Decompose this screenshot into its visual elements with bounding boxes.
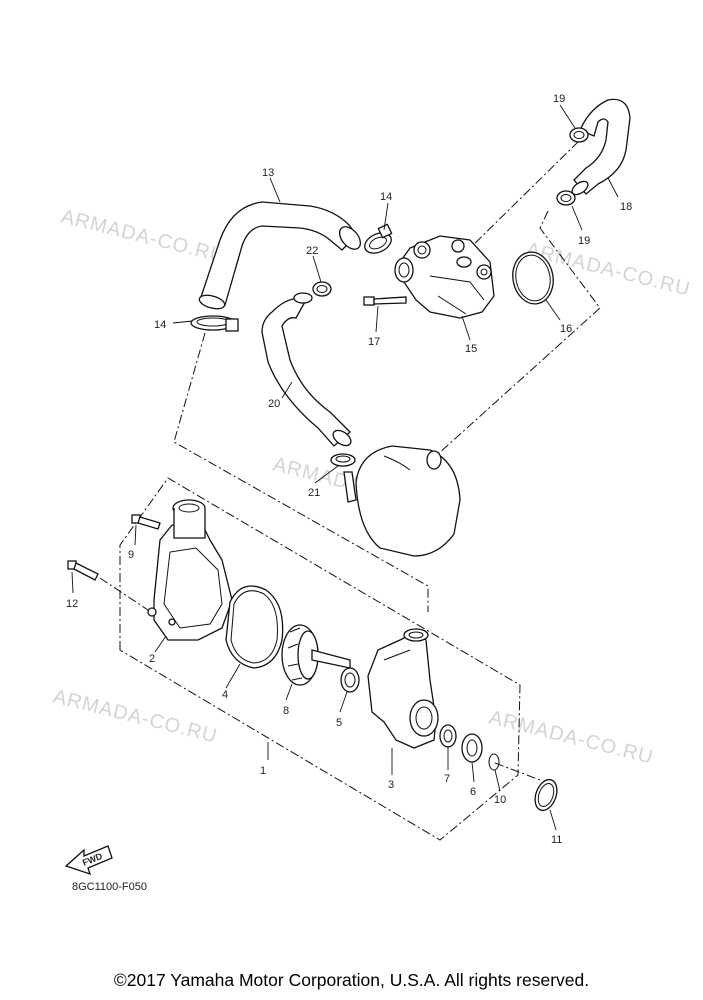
leader-lines — [71, 104, 619, 831]
oil-seal-6 — [461, 733, 483, 763]
watermark: ARMADA-CO.RU — [59, 206, 228, 268]
callout-8: 8 — [283, 705, 289, 717]
callouts: 1 2 3 4 5 6 7 8 9 10 11 12 13 14 14 15 1… — [66, 93, 632, 846]
callout-3: 3 — [388, 779, 394, 791]
diagram-code: 8GC1100-F050 — [72, 881, 147, 893]
callout-12: 12 — [66, 598, 78, 610]
callout-4: 4 — [222, 689, 228, 701]
callout-20: 20 — [268, 398, 280, 410]
watermark: ARMADA-CO.RU — [487, 707, 656, 769]
callout-14: 14 — [380, 191, 392, 203]
hose-routing-line — [436, 210, 601, 456]
hose-routing-line — [462, 137, 583, 256]
engine-cover-reference — [343, 445, 461, 557]
callout-7: 7 — [444, 773, 450, 785]
pump-cover-2 — [147, 499, 233, 641]
callout-19: 19 — [578, 235, 590, 247]
bolt-9 — [131, 514, 161, 530]
hose-clamp-14 — [364, 223, 393, 254]
callout-16: 16 — [560, 323, 572, 335]
hose-routing-line — [173, 332, 429, 612]
bolt-12 — [67, 560, 99, 581]
callout-2: 2 — [149, 653, 155, 665]
hose-clamp-19 — [556, 190, 576, 206]
bolt-17 — [363, 296, 407, 306]
fwd-arrow: FWD — [64, 845, 113, 876]
callout-6: 6 — [470, 786, 476, 798]
callout-14: 14 — [154, 319, 166, 331]
hose-routing-line — [494, 762, 541, 781]
callout-17: 17 — [368, 336, 380, 348]
hose-clamp-19 — [569, 127, 589, 143]
callout-22: 22 — [306, 245, 318, 257]
hose-routing-line — [99, 577, 149, 611]
hose-clamp-22 — [312, 281, 332, 297]
callout-11: 11 — [551, 834, 562, 846]
seal-5 — [340, 667, 360, 693]
copyright-notice: ©2017 Yamaha Motor Corporation, U.S.A. A… — [113, 970, 590, 990]
callout-9: 9 — [128, 549, 134, 561]
thermostat-housing-15 — [394, 235, 495, 319]
gasket-4 — [225, 585, 284, 669]
callout-18: 18 — [620, 201, 632, 213]
circlip-10 — [488, 753, 500, 771]
o-ring-11 — [534, 778, 558, 812]
watermark: ARMADA-CO.RU — [51, 686, 220, 748]
o-ring-16 — [512, 251, 554, 305]
hose-20 — [261, 292, 352, 447]
impeller-8 — [281, 624, 351, 686]
hose-18 — [571, 98, 631, 196]
callout-13: 13 — [262, 167, 274, 179]
callout-5: 5 — [336, 717, 342, 729]
callout-21: 21 — [308, 487, 320, 499]
bearing-7 — [439, 724, 457, 748]
assembly-boundary — [119, 477, 521, 841]
callout-15: 15 — [465, 343, 477, 355]
pump-housing-3 — [367, 628, 439, 749]
callout-19: 19 — [553, 93, 565, 105]
callout-10: 10 — [494, 794, 506, 806]
hose-clamp-21 — [330, 453, 356, 467]
hose-clamp-14 — [190, 315, 239, 332]
callout-1: 1 — [260, 765, 266, 777]
hose-13 — [198, 201, 362, 310]
